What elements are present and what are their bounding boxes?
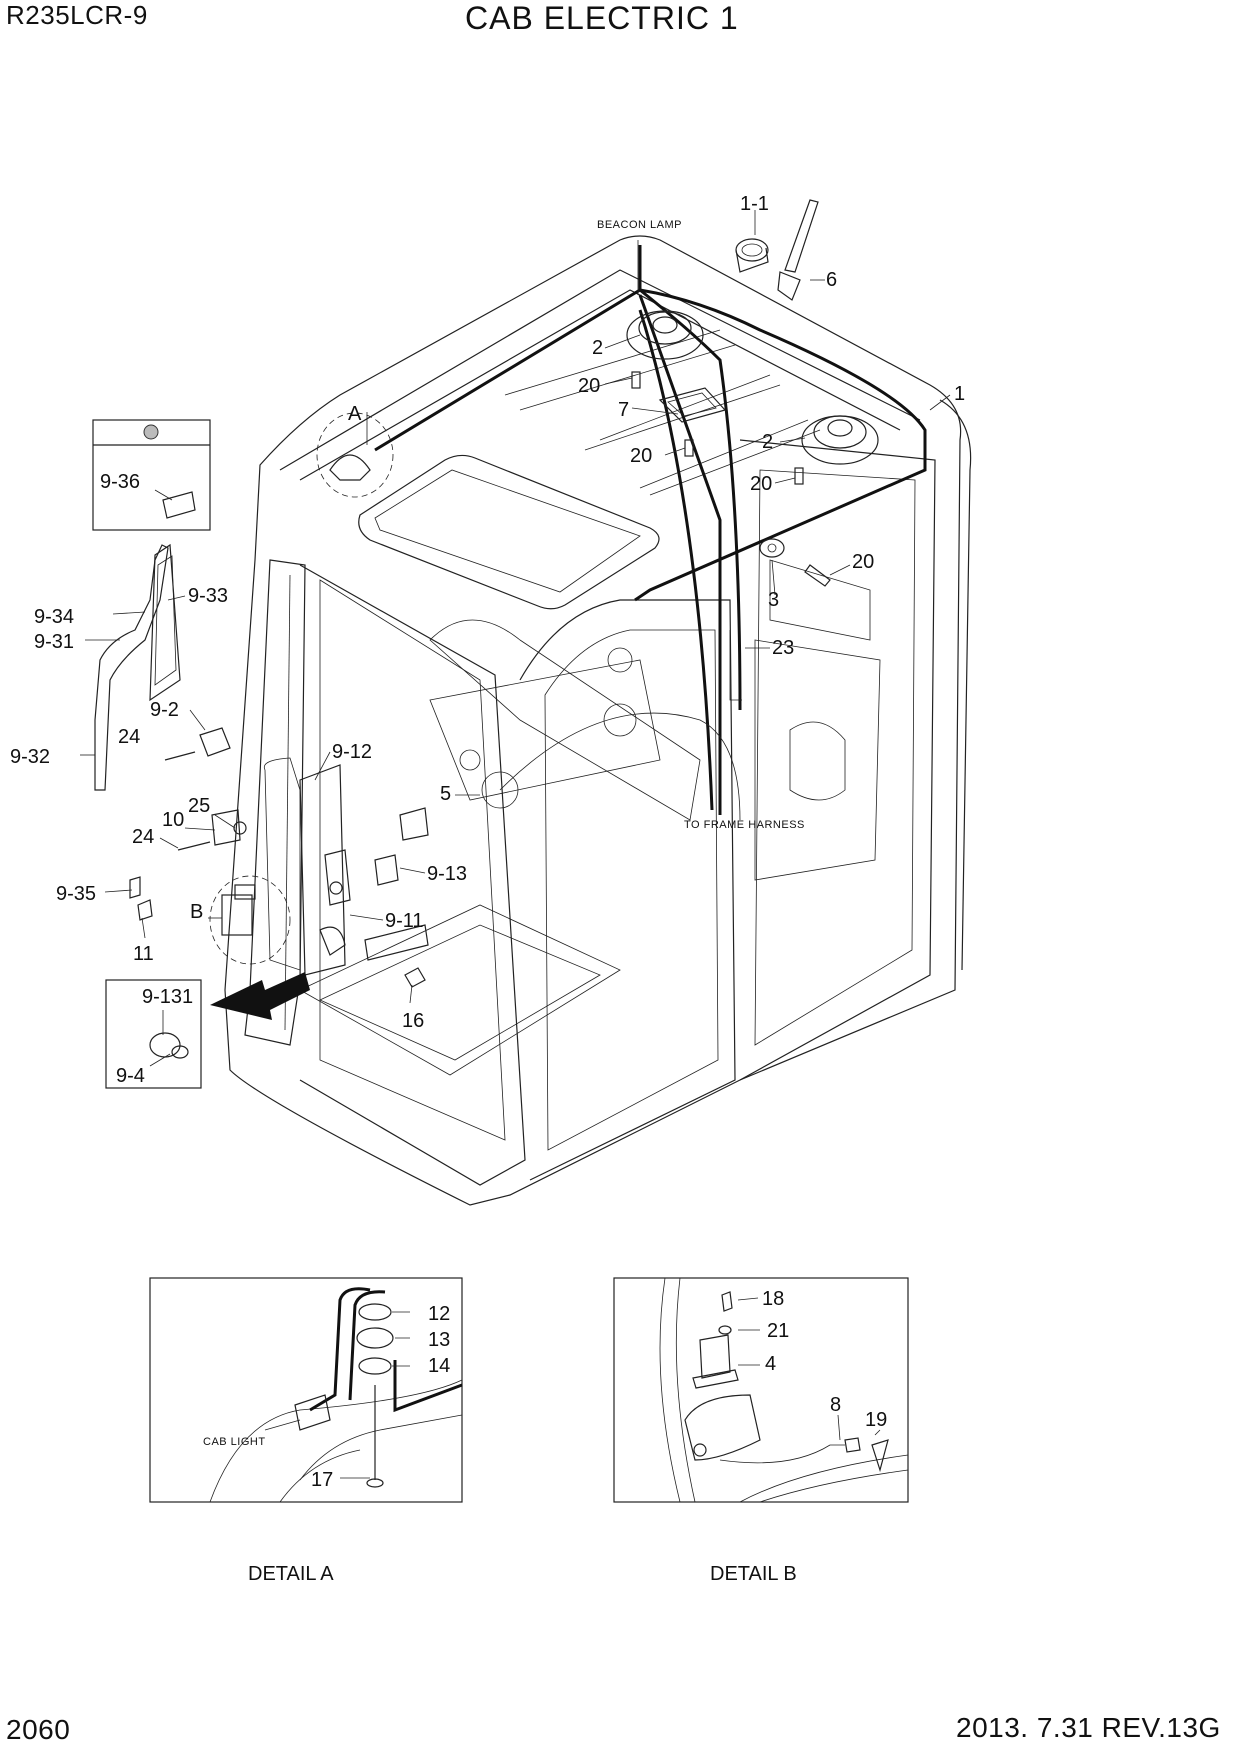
callout-7: 7	[618, 399, 629, 421]
note-to-frame-harness: TO FRAME HARNESS	[684, 819, 805, 831]
page-number: 2060	[6, 1714, 71, 1745]
callout-20-b: 20	[630, 445, 652, 467]
detail-b-callout-18: 18	[762, 1288, 784, 1310]
speaker-left	[626, 310, 704, 360]
detail-a-callout-14: 14	[428, 1355, 450, 1377]
detail-b-callout-8: 8	[830, 1394, 841, 1416]
wiper-arm-9-32	[94, 544, 169, 791]
connector-3	[759, 538, 785, 558]
harness-23	[729, 630, 742, 701]
callout-9-4: 9-4	[116, 1065, 145, 1087]
screw-16	[404, 967, 426, 988]
callout-10: 10	[162, 809, 184, 831]
callout-9-36: 9-36	[100, 471, 140, 493]
motor-cap-9-131	[149, 1032, 181, 1058]
callout-11: 11	[133, 943, 154, 965]
inset-box-9-131	[105, 979, 202, 1089]
callout-9-131: 9-131	[142, 986, 193, 1008]
callout-3: 3	[768, 589, 779, 611]
arrow-to-detail-b	[210, 972, 310, 1020]
room-lamp	[658, 387, 727, 423]
plate-10	[211, 809, 241, 846]
callout-20-d: 20	[852, 551, 874, 573]
detail-a-callout-13: 13	[428, 1329, 450, 1351]
detail-b-marker	[209, 875, 291, 965]
detail-b-panel	[613, 1277, 909, 1503]
callout-detail-b: B	[190, 901, 203, 923]
detail-b-caption: DETAIL B	[710, 1563, 797, 1585]
detail-b-callout-4: 4	[765, 1353, 776, 1375]
detail-a-callout-12: 12	[428, 1303, 450, 1325]
skylight-frame	[358, 454, 660, 610]
callout-9-31: 9-31	[34, 631, 74, 653]
inset-box-9-36	[92, 419, 211, 531]
callout-6: 6	[826, 269, 837, 291]
detail-b-callout-19: 19	[865, 1409, 887, 1431]
callout-20-c: 20	[750, 473, 772, 495]
callout-9-11: 9-11	[385, 910, 424, 932]
nut-9-4	[171, 1045, 189, 1059]
page-title: CAB ELECTRIC 1	[465, 0, 739, 36]
callout-1: 1	[954, 383, 965, 405]
inset-marker-dot	[143, 424, 159, 440]
wiper-blade-9-33	[149, 543, 181, 702]
bracket-9-2	[199, 727, 231, 757]
callout-24-upper: 24	[118, 726, 140, 748]
callout-1-1: 1-1	[740, 193, 769, 215]
screw-24-lower	[177, 841, 211, 851]
callout-23: 23	[772, 637, 794, 659]
detail-a-caption: DETAIL A	[248, 1563, 334, 1585]
detail-b-callout-21: 21	[767, 1320, 789, 1342]
detail-a-marker	[316, 412, 394, 498]
detail-a-panel	[149, 1277, 463, 1503]
callout-detail-a: A	[348, 403, 362, 425]
model-code: R235LCR-9	[6, 0, 148, 30]
nut-11	[137, 899, 153, 921]
screws-20	[631, 371, 831, 587]
note-beacon-lamp: BEACON LAMP	[597, 219, 682, 231]
callout-24-lower: 24	[132, 826, 154, 848]
beacon-socket	[735, 238, 769, 273]
callout-16: 16	[402, 1010, 424, 1032]
callout-9-12: 9-12	[332, 741, 372, 763]
callout-9-34: 9-34	[34, 606, 74, 628]
cap-9-36	[162, 491, 196, 519]
door-switch-assembly	[263, 757, 429, 976]
main-wire-harness	[374, 245, 927, 821]
callout-9-32: 9-32	[10, 746, 50, 768]
callout-2-lower: 2	[762, 431, 773, 453]
antenna	[777, 199, 819, 301]
detail-a-callout-17: 17	[311, 1469, 333, 1491]
pivot-9-35	[129, 876, 141, 899]
revision-stamp: 2013. 7.31 REV.13G	[956, 1712, 1221, 1743]
callout-9-35: 9-35	[56, 883, 96, 905]
callout-25: 25	[188, 795, 210, 817]
callout-20-a: 20	[578, 375, 600, 397]
screw-24-upper	[164, 751, 196, 761]
callout-9-33: 9-33	[188, 585, 228, 607]
callout-5: 5	[440, 783, 451, 805]
callout-9-13: 9-13	[427, 863, 467, 885]
callout-2-upper: 2	[592, 337, 603, 359]
leader-lines	[80, 210, 951, 1067]
speaker-right	[801, 415, 879, 465]
note-cab-light: CAB LIGHT	[203, 1436, 266, 1448]
callout-9-2: 9-2	[150, 699, 179, 721]
nut-25	[233, 821, 247, 835]
